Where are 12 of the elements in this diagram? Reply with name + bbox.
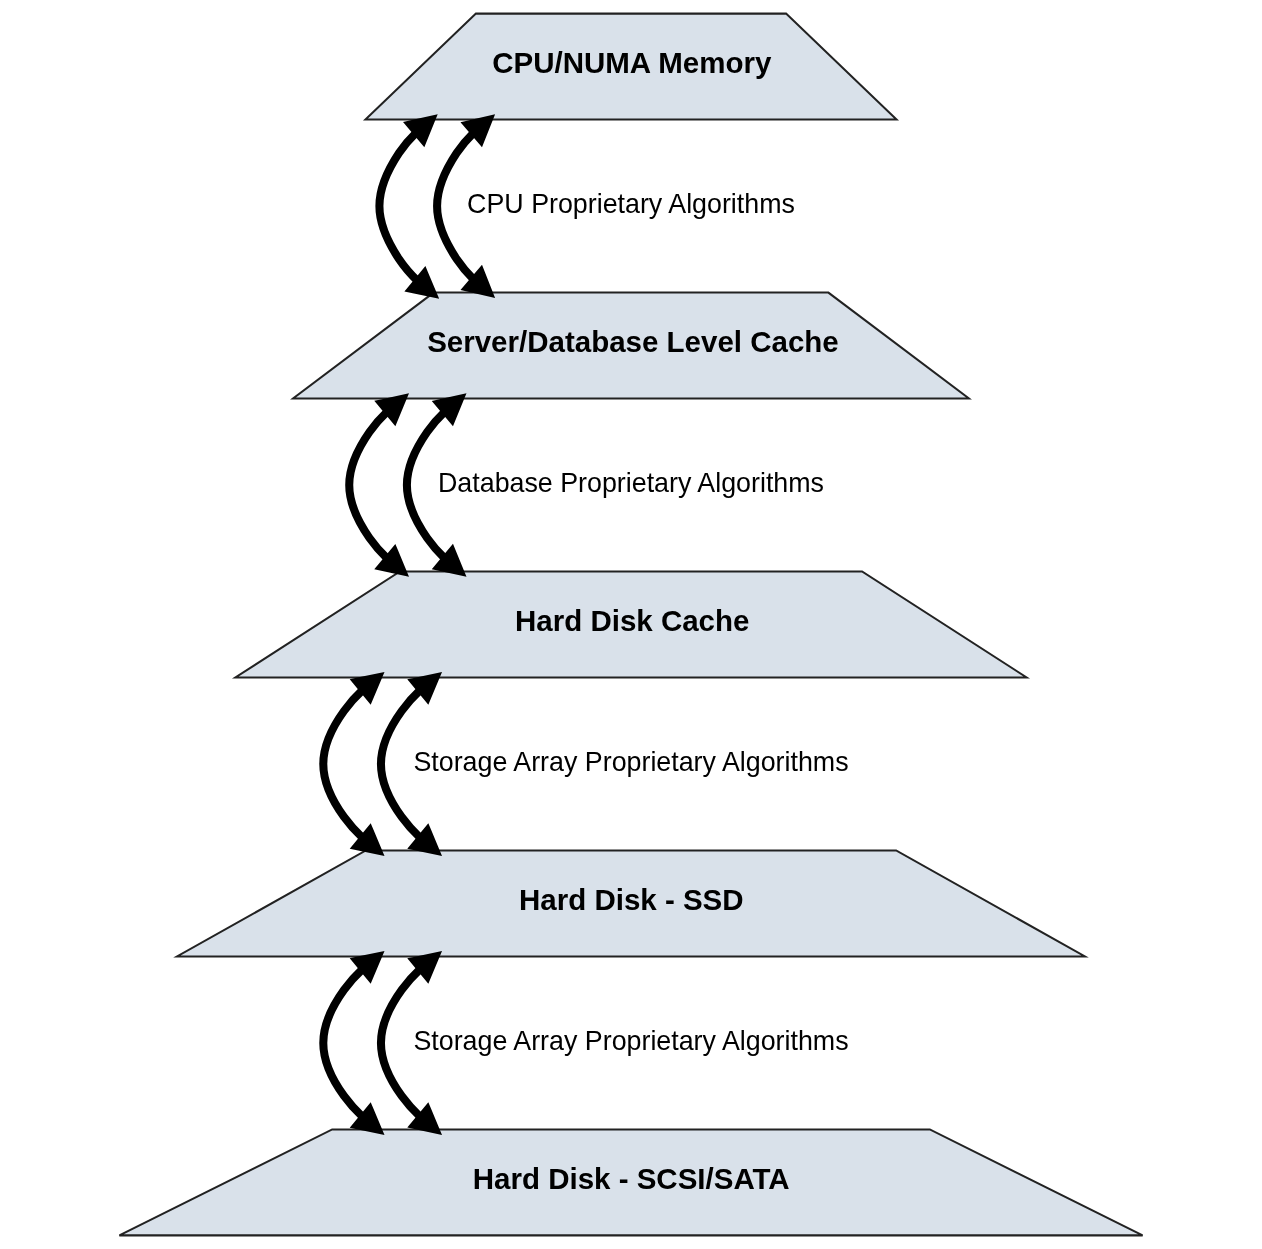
arrow: [375, 114, 440, 299]
arrow: [319, 672, 385, 856]
label: Storage Array Proprietary Algorithms: [413, 746, 849, 777]
arrow: [402, 393, 467, 577]
arrow: [376, 672, 443, 856]
label: Database Proprietary Algorithms: [438, 467, 824, 498]
arrow: [345, 393, 409, 577]
arrow: [376, 950, 443, 1135]
arrow: [319, 950, 385, 1135]
label: Storage Array Proprietary Algorithms: [413, 1025, 849, 1056]
arrow: [433, 114, 496, 298]
label: CPU Proprietary Algorithms: [467, 188, 795, 219]
